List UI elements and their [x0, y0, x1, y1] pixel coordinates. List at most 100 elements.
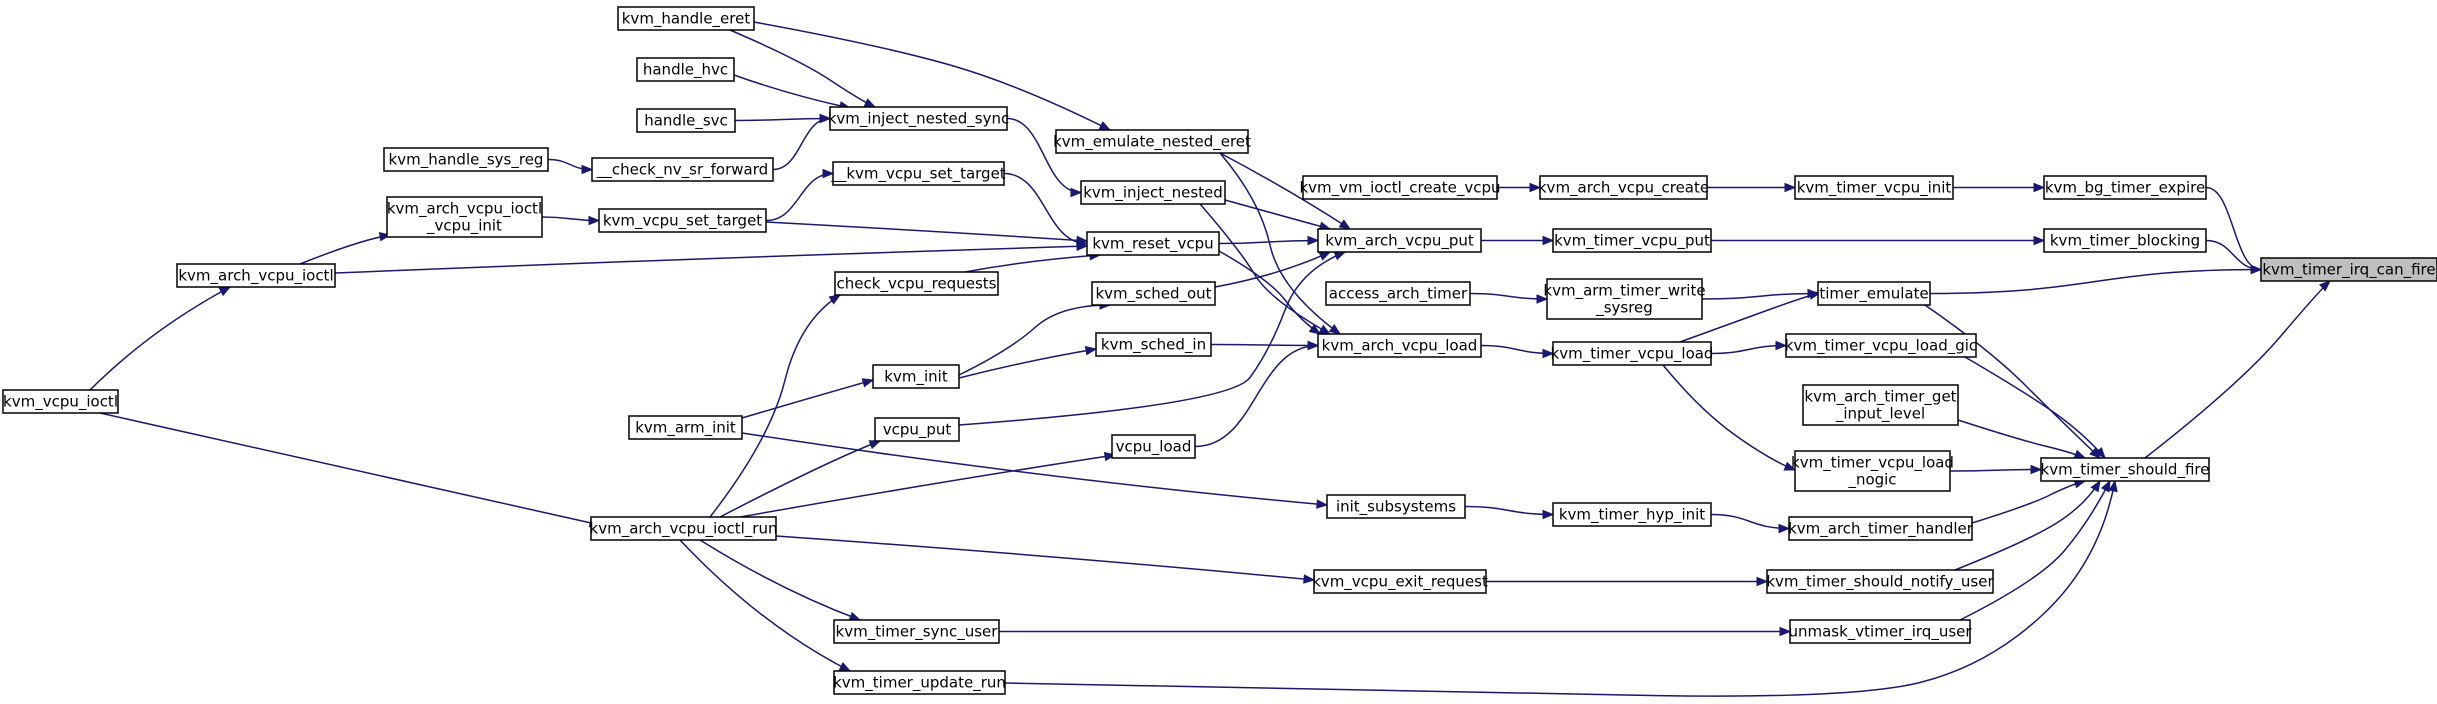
edge-line [1679, 292, 1821, 343]
node-vcpu-put[interactable]: vcpu_put [874, 417, 960, 442]
edge-line [958, 348, 1097, 379]
edge-line [709, 294, 841, 518]
node-unmask-vtimer-irq-user[interactable]: unmask_vtimer_irq_user [1788, 619, 1972, 644]
edge-line [1004, 480, 2116, 697]
node-kvm-inject-nested-sync[interactable]: kvm_inject_nested_sync [828, 106, 1010, 131]
node-kvm-timer-sync-user[interactable]: kvm_timer_sync_user [833, 619, 1000, 644]
node-kvm-timer-irq-can-fire[interactable]: kvm_timer_irq_can_fire [2260, 257, 2437, 282]
node-label: _input_level [1835, 405, 1925, 424]
edge-line [1480, 344, 1554, 355]
edge-line [1710, 344, 1787, 355]
node-box [2043, 228, 2207, 253]
node-kvm-arch-vcpu-create[interactable]: kvm_arch_vcpu_create [1538, 175, 1709, 200]
edge-line [1929, 268, 2262, 295]
node-vcpu-load[interactable]: vcpu_load [1111, 434, 1196, 459]
node-kvm-vcpu-set-target[interactable]: __kvm_vcpu_set_target [830, 161, 1006, 186]
node-box [1080, 180, 1226, 205]
node-box [1325, 281, 1471, 306]
edge-line [1964, 356, 2106, 459]
call-edge [1711, 235, 2046, 246]
node-box [834, 271, 999, 296]
arrowhead [1536, 294, 1549, 304]
node-label: kvm_vcpu_set_target [603, 212, 762, 231]
node-kvm-timer-vcpu-load-gic[interactable]: kvm_timer_vcpu_load_gic [1785, 333, 1977, 358]
arrowhead [1778, 523, 1791, 534]
node-kvm-vcpu-exit-request[interactable]: kvm_vcpu_exit_request [1312, 569, 1488, 594]
node-kvm-arch-timer-handler[interactable]: kvm_arch_timer_handler [1788, 516, 1974, 541]
node-kvm-sched-in[interactable]: kvm_sched_in [1095, 332, 1212, 357]
node-box [1317, 228, 1482, 253]
node-kvm-emulate-nested-eret[interactable]: kvm_emulate_nested_eret [1053, 129, 1251, 154]
node-kvm-timer-should-notify-user[interactable]: kvm_timer_should_notify_user [1766, 569, 1994, 594]
edge-line [334, 245, 1088, 274]
node-kvm-timer-vcpu-load[interactable]: kvm_timer_vcpu_load [1551, 341, 1714, 366]
node-label: kvm_arch_vcpu_ioctl [387, 200, 542, 219]
node-timer-emulate[interactable]: timer_emulate [1817, 281, 1931, 306]
node-kvm-timer-blocking[interactable]: kvm_timer_blocking [2043, 228, 2207, 253]
node-kvm-timer-vcpu-init[interactable]: kvm_timer_vcpu_init [1794, 175, 1954, 200]
node-kvm-vcpu-set-target[interactable]: kvm_vcpu_set_target [598, 208, 767, 233]
edge-line [775, 535, 1315, 581]
node-label: _sysreg [1595, 299, 1653, 318]
node-kvm-arch-vcpu-ioctl-run[interactable]: kvm_arch_vcpu_ioctl_run [590, 516, 778, 541]
edge-line [1949, 468, 2042, 472]
edge-line [958, 304, 1111, 376]
node-kvm-handle-eret[interactable]: kvm_handle_eret [617, 6, 755, 31]
node-kvm-reset-vcpu[interactable]: kvm_reset_vcpu [1086, 231, 1220, 256]
call-edge [719, 440, 882, 518]
node-kvm-sched-out[interactable]: kvm_sched_out [1091, 281, 1216, 306]
node-handle-hvc[interactable]: handle_hvc [636, 57, 735, 82]
node-kvm-arch-timer-get-input-level[interactable]: kvm_arch_timer_get_input_level [1802, 384, 1959, 426]
call-edge [775, 535, 1316, 584]
call-edge [733, 74, 852, 111]
node-box [1302, 175, 1498, 200]
node-kvm-inject-nested[interactable]: kvm_inject_nested [1080, 180, 1226, 205]
call-edge [729, 29, 877, 108]
node-box [829, 106, 1008, 131]
node-kvm-arch-vcpu-put[interactable]: kvm_arch_vcpu_put [1317, 228, 1482, 253]
node-kvm-arm-timer-write-sysreg[interactable]: kvm_arm_timer_write_sysreg [1543, 278, 1706, 320]
node-box [1766, 569, 1994, 594]
node-box [1546, 278, 1703, 320]
node-label: kvm_arch_timer_get [1804, 388, 1956, 407]
call-edge [734, 113, 832, 124]
edge-line [1224, 199, 1331, 230]
node-kvm-arch-vcpu-ioctl-vcpu-init[interactable]: kvm_arch_vcpu_ioctl_vcpu_init [386, 196, 543, 238]
arrowhead [848, 611, 862, 621]
node-label: kvm_init [884, 368, 948, 387]
call-edge [89, 286, 232, 391]
node-kvm-arch-vcpu-load[interactable]: kvm_arch_vcpu_load [1317, 333, 1482, 358]
node-kvm-timer-vcpu-put[interactable]: kvm_timer_vcpu_put [1552, 228, 1712, 253]
node-box [833, 619, 1000, 644]
arrowhead [1784, 182, 1797, 193]
node-kvm-handle-sys-reg[interactable]: kvm_handle_sys_reg [383, 147, 549, 172]
node-kvm-arch-vcpu-ioctl[interactable]: kvm_arch_vcpu_ioctl [176, 263, 336, 288]
node-kvm-vm-ioctl-create-vcpu[interactable]: kvm_vm_ioctl_create_vcpu [1299, 175, 1501, 200]
edge-line [1701, 292, 1819, 300]
node-kvm-init[interactable]: kvm_init [872, 364, 960, 389]
node-label: __check_nv_sr_forward [596, 161, 768, 180]
arrowhead [588, 215, 601, 226]
edge-line [1469, 292, 1548, 300]
node-label: kvm_sched_in [1101, 336, 1206, 355]
node-kvm-timer-hyp-init[interactable]: kvm_timer_hyp_init [1552, 502, 1712, 527]
node-box [636, 57, 735, 82]
call-edge [2205, 186, 2263, 275]
node-init-subsystems[interactable]: init_subsystems [1326, 494, 1466, 519]
node-kvm-arm-init[interactable]: kvm_arm_init [628, 415, 743, 440]
node-handle-svc[interactable]: handle_svc [636, 108, 736, 133]
node-kvm-bg-timer-expire[interactable]: kvm_bg_timer_expire [2043, 175, 2207, 200]
node-label: kvm_arch_timer_handler [1788, 520, 1974, 539]
node-kvm-timer-should-fire[interactable]: kvm_timer_should_fire [2040, 457, 2210, 482]
node-label: kvm_arch_vcpu_ioctl [178, 267, 333, 286]
node-box [1552, 341, 1712, 366]
node-check-vcpu-requests[interactable]: check_vcpu_requests [834, 271, 999, 296]
node-access-arch-timer[interactable]: access_arch_timer [1325, 281, 1471, 306]
call-edge [1924, 304, 2101, 459]
node-label: kvm_sched_out [1095, 285, 1211, 304]
node-kvm-vcpu-ioctl[interactable]: kvm_vcpu_ioctl [2, 389, 119, 414]
node-kvm-timer-vcpu-load-nogic[interactable]: kvm_timer_vcpu_load_nogic [1791, 450, 1954, 492]
node-check-nv-sr-forward[interactable]: __check_nv_sr_forward [591, 157, 774, 182]
node-kvm-timer-update-run[interactable]: kvm_timer_update_run [833, 670, 1006, 695]
edge-line [1003, 172, 1088, 245]
